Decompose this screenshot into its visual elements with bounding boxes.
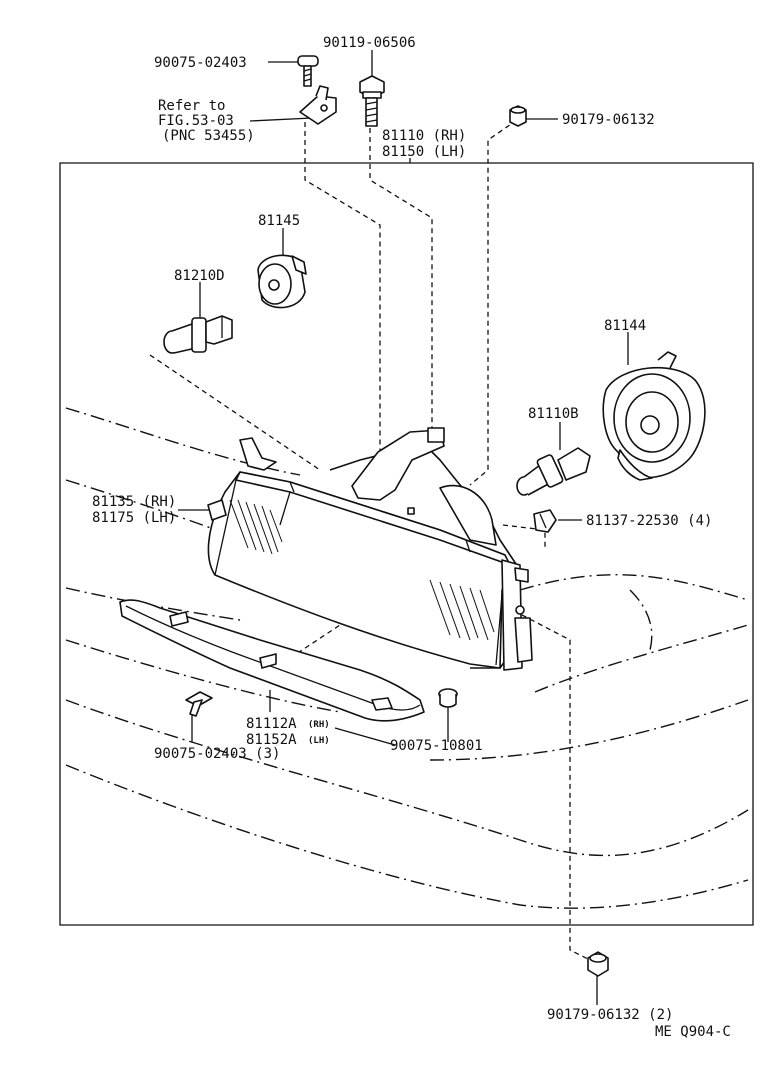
- label-90179-06132-top: 90179-06132: [562, 112, 655, 128]
- label-81112a-suffix: (RH): [308, 720, 330, 730]
- label-81137-22530: 81137-22530 (4): [586, 513, 712, 529]
- assembly-frame: [59, 162, 754, 926]
- adjuster-bracket-icon: [299, 85, 337, 125]
- headlamp-assembly-icon: [207, 427, 533, 671]
- grommet-icon: [438, 688, 458, 708]
- label-81175-lh: 81175 (LH): [92, 510, 176, 526]
- label-90075-10801: 90075-10801: [390, 738, 483, 754]
- label-90179-06132-bottom: 90179-06132 (2): [547, 1007, 673, 1023]
- screw-icon: [297, 55, 319, 87]
- label-refer-line1: Refer to: [158, 98, 225, 114]
- bulb-socket-icon: [257, 254, 307, 309]
- figure-code: ME Q904-C: [655, 1024, 731, 1040]
- trim-strip-icon: [119, 599, 425, 722]
- lens-hatching-right: [429, 579, 495, 641]
- label-81112a: 81112A: [246, 716, 297, 732]
- assembly-dashed-lines: [149, 119, 601, 966]
- label-81110-rh: 81110 (RH): [382, 128, 466, 144]
- label-81135-rh: 81135 (RH): [92, 494, 176, 510]
- headlamp-cover-icon: [602, 351, 706, 481]
- label-81150-lh: 81150 (LH): [382, 144, 466, 160]
- label-90119-06506: 90119-06506: [323, 35, 416, 51]
- vehicle-body-outline: [65, 407, 749, 909]
- lens-hatching-left: [229, 499, 283, 555]
- label-refer-line2: FIG.53-03: [158, 113, 234, 129]
- label-81152a: 81152A: [246, 732, 297, 748]
- clip-icon: [533, 509, 557, 533]
- part-labels: 90075-02403 90119-06506 Refer to FIG.53-…: [92, 35, 731, 1040]
- bolt-icon: [359, 75, 385, 127]
- bulb-icon: [163, 315, 233, 354]
- label-90075-02403-top: 90075-02403: [154, 55, 247, 71]
- headlight-bulb-icon: [516, 447, 591, 496]
- nut-icon: [509, 105, 527, 127]
- screw-small-icon: [185, 691, 213, 717]
- label-81110b: 81110B: [528, 406, 579, 422]
- label-81152a-suffix: (LH): [308, 736, 330, 746]
- label-90075-02403-bottom: 90075-02403 (3): [154, 746, 280, 762]
- label-refer-line3: (PNC 53455): [162, 128, 255, 144]
- leader-lines: [178, 50, 629, 1005]
- nut-bottom-icon: [587, 951, 609, 977]
- label-81145: 81145: [258, 213, 300, 229]
- label-81144: 81144: [604, 318, 646, 334]
- label-81210d: 81210D: [174, 268, 225, 284]
